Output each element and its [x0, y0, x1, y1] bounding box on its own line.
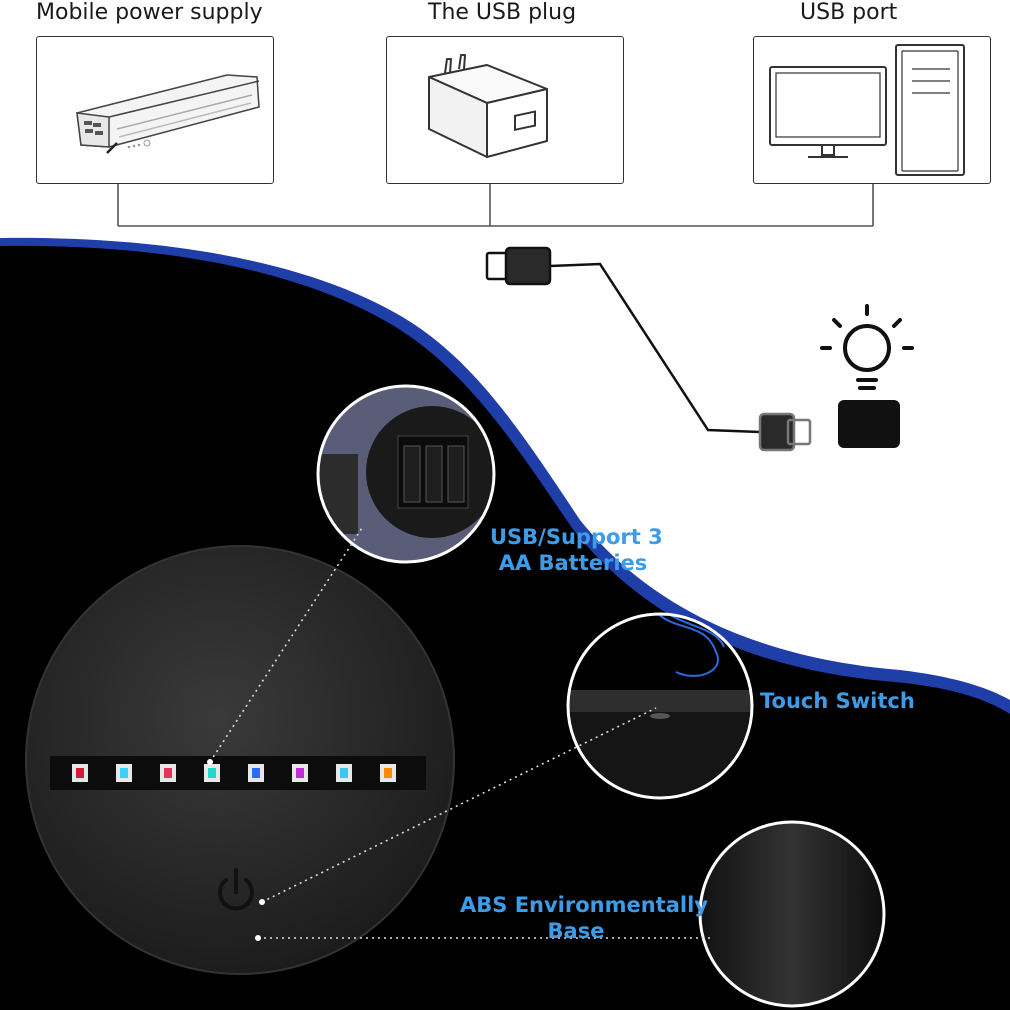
label-usb-plug: The USB plug [428, 0, 577, 25]
touch-power-icon[interactable] [206, 862, 266, 922]
usb-cable-icon [485, 246, 812, 452]
led-light [384, 768, 392, 778]
callout-batteries-line1: USB/Support 3 [490, 525, 663, 549]
label-mobile-power-supply: Mobile power supply [36, 0, 263, 25]
desktop-computer-icon [769, 44, 965, 176]
callout-touch-switch: Touch Switch [760, 689, 915, 713]
source-connector-lines [117, 184, 874, 227]
led-strip [72, 764, 396, 782]
led-light [208, 768, 216, 778]
usb-plug-box [386, 36, 624, 184]
lamp-base [25, 545, 455, 975]
callout-batteries: USB/Support 3 AA Batteries [490, 524, 663, 576]
led-light [252, 768, 260, 778]
callout-abs-line2: Base [547, 919, 605, 943]
label-usb-port: USB port [800, 0, 898, 25]
battery-compartment-zoom [316, 384, 496, 564]
usb-port-box [753, 36, 991, 184]
abs-base-zoom [698, 820, 886, 1008]
callout-abs-line1: ABS Environmentally [460, 893, 708, 917]
led-light [340, 768, 348, 778]
touch-switch-zoom [566, 612, 754, 800]
mobile-power-supply-box [36, 36, 274, 184]
led-light [164, 768, 172, 778]
led-light [296, 768, 304, 778]
led-light [76, 768, 84, 778]
lamp-bulb-icon [820, 304, 914, 448]
led-light [120, 768, 128, 778]
power-bank-icon [76, 74, 260, 154]
callout-batteries-line2: AA Batteries [498, 551, 648, 575]
usb-wall-adapter-icon [428, 54, 548, 158]
callout-abs-base: ABS Environmentally Base [460, 892, 708, 944]
